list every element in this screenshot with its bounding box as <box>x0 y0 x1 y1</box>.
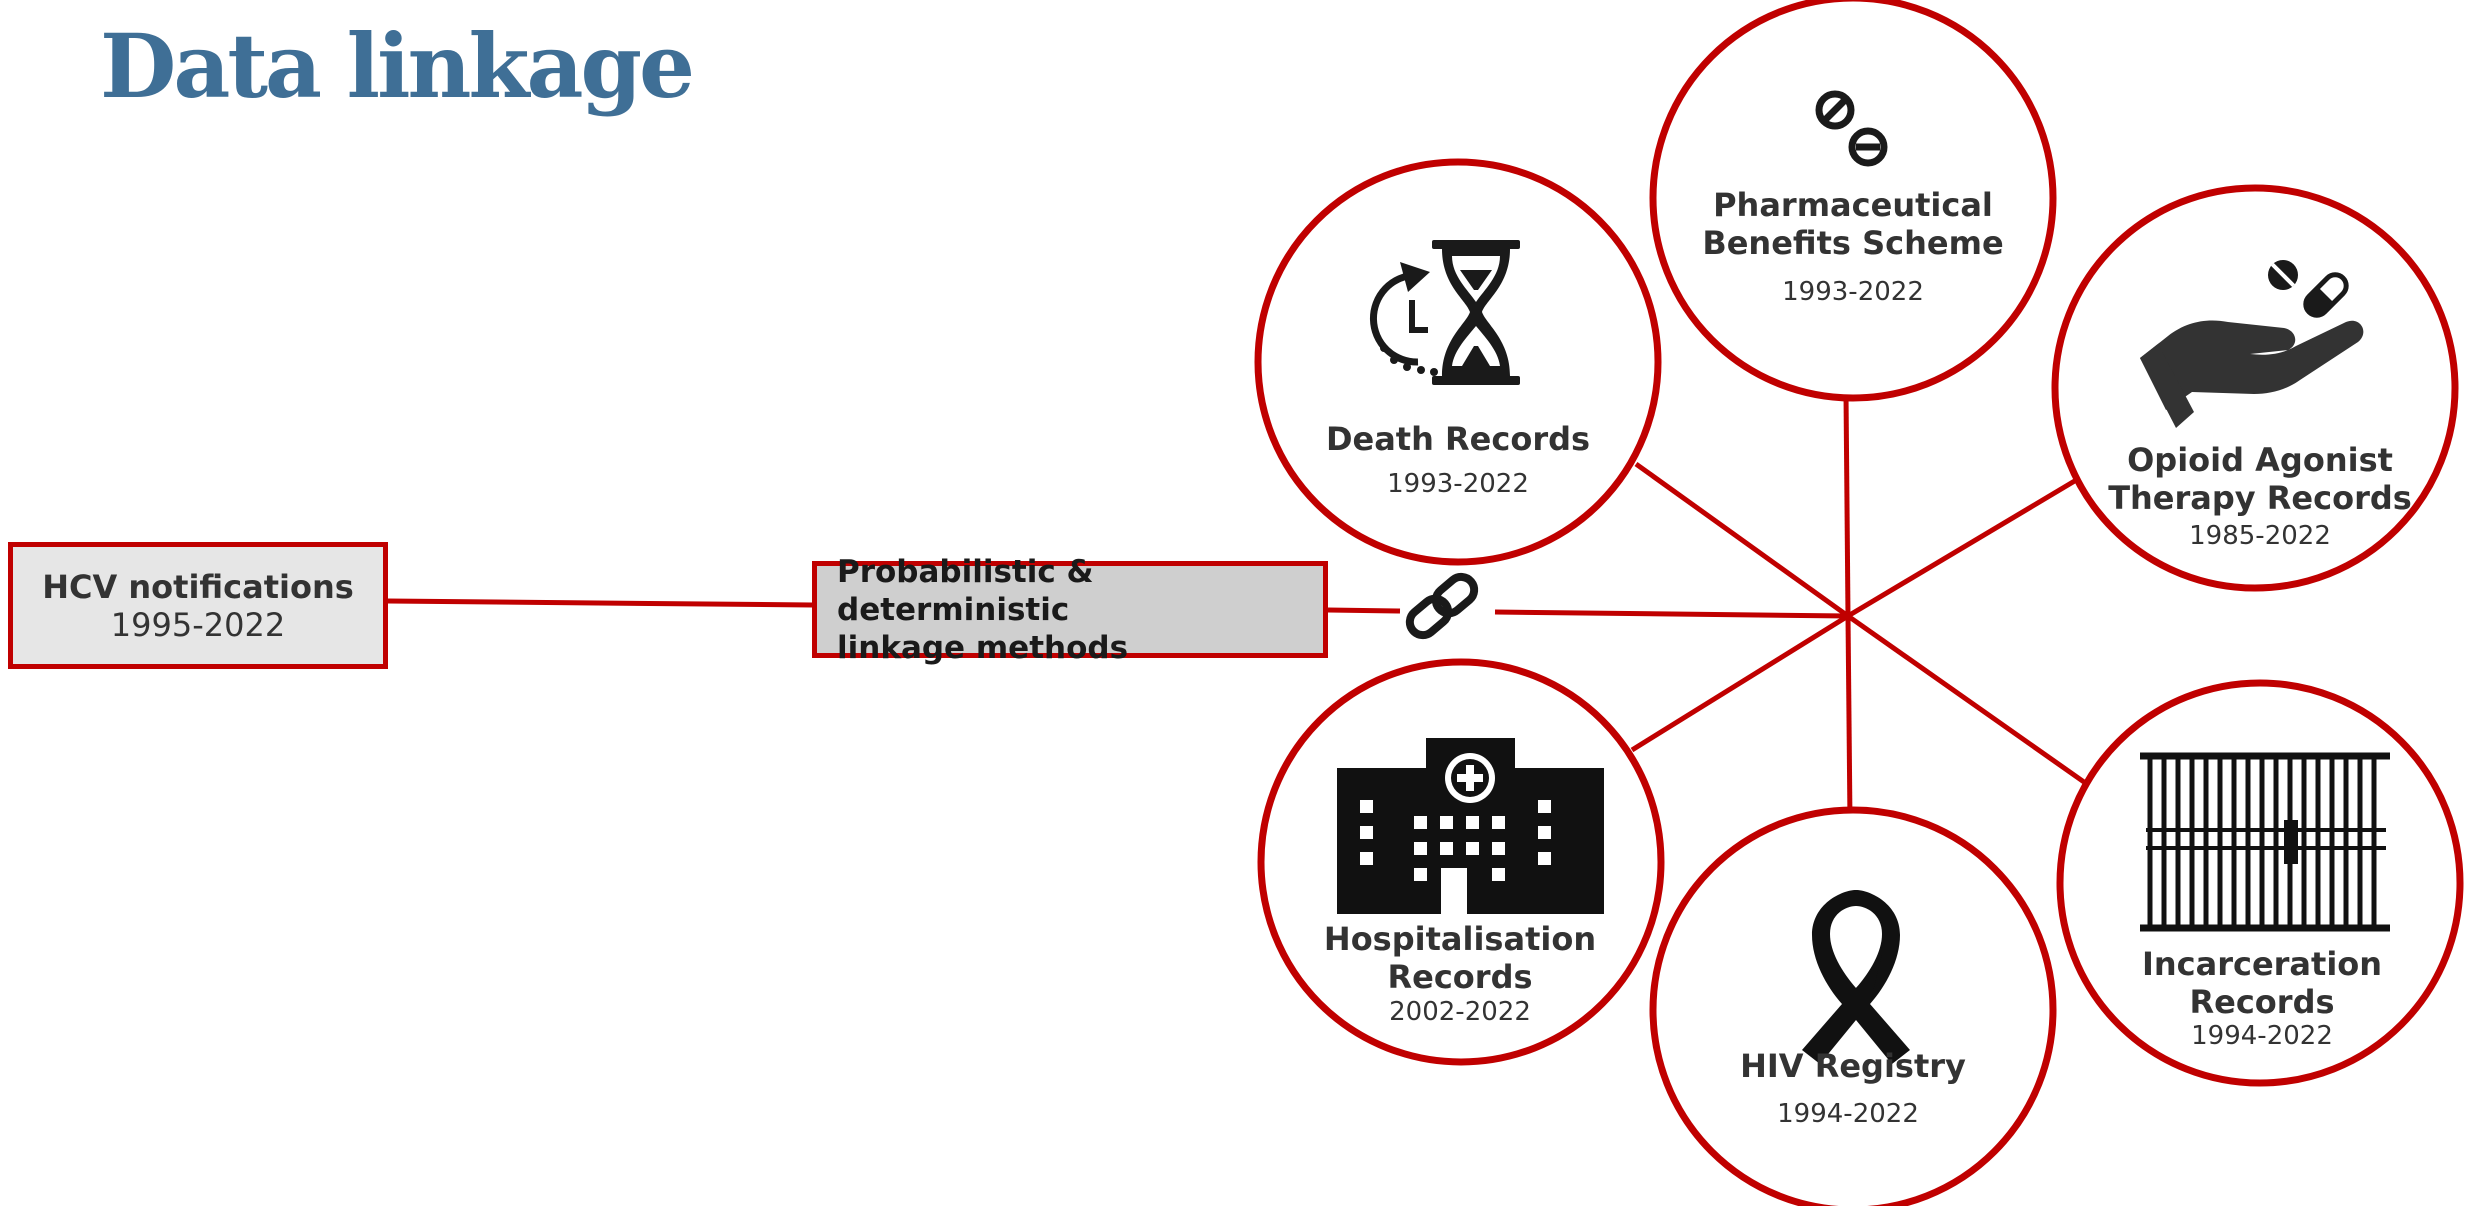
prison-bars-icon <box>2140 752 2390 932</box>
incarceration-title-line-2: Records <box>2189 983 2335 1021</box>
connector-lines <box>387 393 2086 823</box>
hospitalisation-title-line-2: Records <box>1387 958 1533 996</box>
ribbon-icon <box>1802 890 1910 1064</box>
hand-pills-icon <box>2140 260 2364 428</box>
hospitalisation-title-line-1: Hospitalisation <box>1323 920 1597 958</box>
connector-method-to-hub <box>1327 607 1401 614</box>
spoke-inc <box>1846 613 2086 785</box>
circle-pbs <box>1649 0 2057 402</box>
oat-title-line-1: Opioid Agonist <box>2127 441 2393 479</box>
hcv-notifications-box: HCV notifications 1995-2022 <box>8 542 388 669</box>
pbs-years: 1993-2022 <box>1782 277 1924 307</box>
connector-link-to-hub <box>1494 609 1849 619</box>
method-line-2: linkage methods <box>837 629 1129 666</box>
hcv-title: HCV notifications <box>42 567 354 606</box>
hospitalisation-years: 2002-2022 <box>1389 997 1531 1027</box>
hcv-years: 1995-2022 <box>110 605 286 644</box>
hospital-icon <box>1337 738 1604 914</box>
pbs-title-line-1: Pharmaceutical <box>1713 186 1993 224</box>
linkage-method-box: Probabilistic & deterministic linkage me… <box>812 554 1328 666</box>
connector-hcv-to-method <box>387 598 813 608</box>
death-records-title: Death Records <box>1325 420 1591 458</box>
hourglass-clock-icon <box>1370 240 1520 385</box>
oat-years: 1985-2022 <box>2189 521 2331 551</box>
pills-icon <box>1815 90 1888 167</box>
page-title: Data linkage <box>100 14 695 118</box>
spoke-hosp <box>1630 613 1850 753</box>
oat-title-line-2: Therapy Records <box>2108 479 2412 517</box>
spoke-pbs <box>1843 393 1851 617</box>
incarceration-title-line-1: Incarceration <box>2141 945 2383 983</box>
hiv-registry-title: HIV Registry <box>1740 1047 1966 1085</box>
dataset-circles <box>1254 0 2464 1206</box>
link-icon <box>1405 572 1479 640</box>
hiv-registry-years: 1994-2022 <box>1777 1099 1919 1129</box>
pbs-title-line-2: Benefits Scheme <box>1702 224 2004 262</box>
spoke-death <box>1634 461 1850 619</box>
spoke-oat <box>1846 473 2085 619</box>
method-line-1: Probabilistic & deterministic <box>837 553 1094 628</box>
death-records-years: 1993-2022 <box>1387 469 1529 499</box>
spoke-hiv <box>1845 615 1853 823</box>
incarceration-years: 1994-2022 <box>2191 1021 2333 1051</box>
